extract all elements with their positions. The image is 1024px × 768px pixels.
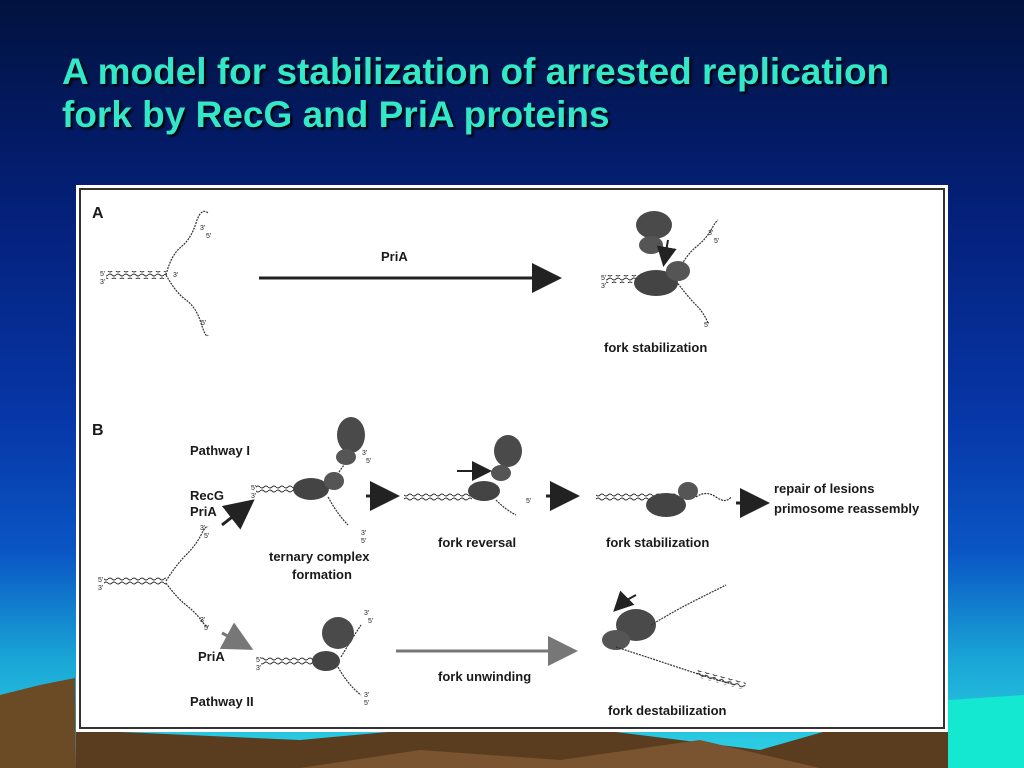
- svg-text:3': 3': [708, 230, 713, 237]
- pria-label-2: PriA: [198, 649, 225, 664]
- svg-text:3': 3': [364, 692, 369, 699]
- pathway-2-arrow: [219, 622, 254, 650]
- fork-reversal-diagram: 5': [404, 435, 531, 516]
- fork-destabilization-diagram: [602, 584, 747, 690]
- pria-arrow-label: PriA: [381, 249, 408, 264]
- svg-text:3': 3': [200, 617, 205, 624]
- landscape-decoration: [0, 678, 1024, 768]
- svg-text:3': 3': [98, 585, 103, 592]
- pathway-1-label: Pathway I: [190, 443, 250, 458]
- title-line-2: fork by RecG and PriA proteins: [62, 94, 610, 135]
- ternary-complex-label-2: formation: [292, 567, 352, 582]
- svg-text:5': 5': [206, 233, 211, 240]
- fork-unwinding-label: fork unwinding: [438, 669, 531, 684]
- svg-text:5': 5': [204, 625, 209, 632]
- recg-label: RecG: [190, 488, 224, 503]
- pathway-2-label: Pathway II: [190, 694, 254, 709]
- fork-stabilization-label-b: fork stabilization: [606, 535, 709, 550]
- svg-text:3': 3': [362, 450, 367, 457]
- svg-text:5': 5': [526, 498, 531, 505]
- svg-text:5': 5': [98, 577, 103, 584]
- fork-destabilization-label: fork destabilization: [608, 703, 727, 718]
- svg-text:3': 3': [200, 525, 205, 532]
- svg-text:5': 5': [256, 657, 261, 664]
- title-line-1: A model for stabilization of arrested re…: [62, 51, 890, 92]
- svg-text:5': 5': [204, 533, 209, 540]
- svg-text:3': 3': [601, 283, 606, 290]
- fork-reversal-label: fork reversal: [438, 535, 516, 550]
- primosome-reassembly-label: primosome reassembly: [774, 501, 920, 516]
- fork-pathway-2: 5' 3' 3' 5' 3' 5': [256, 610, 373, 707]
- svg-text:3': 3': [100, 279, 105, 286]
- svg-text:3': 3': [256, 665, 261, 672]
- svg-text:5': 5': [364, 700, 369, 707]
- svg-text:3': 3': [200, 225, 205, 232]
- diagram-figure: A 5' 3' 3' 3' 5' 5' PriA 5' 3': [76, 185, 948, 732]
- fork-stabilization-b-diagram: [596, 482, 732, 517]
- svg-text:5': 5': [100, 271, 105, 278]
- pria-protein-blob: [636, 211, 672, 239]
- fork-b-input: 5' 3' 3' 5' 3' 5': [98, 525, 209, 632]
- panel-b-label: B: [92, 422, 104, 439]
- figure-frame: [79, 188, 945, 729]
- slide-title: A model for stabilization of arrested re…: [62, 50, 982, 136]
- svg-text:3': 3': [364, 610, 369, 617]
- diagram-canvas: A 5' 3' 3' 3' 5' 5' PriA 5' 3': [79, 188, 945, 729]
- fork-stabilization-label-a: fork stabilization: [604, 340, 707, 355]
- svg-text:3': 3': [173, 272, 178, 279]
- repair-lesions-label: repair of lesions: [774, 481, 874, 496]
- svg-text:5': 5': [361, 538, 366, 545]
- svg-text:5': 5': [714, 238, 719, 245]
- panel-a-label: A: [92, 205, 104, 222]
- fork-a-stabilized: 5' 3' 3' 5' 5': [601, 211, 719, 329]
- svg-text:3': 3': [361, 530, 366, 537]
- pria-label-1: PriA: [190, 504, 217, 519]
- svg-text:5': 5': [601, 275, 606, 282]
- fork-ternary-complex: 3' 5' 5' 3' 3' 5': [251, 417, 371, 545]
- ternary-complex-label-1: ternary complex: [269, 549, 370, 564]
- svg-text:5': 5': [704, 322, 709, 329]
- svg-text:5': 5': [366, 458, 371, 465]
- svg-text:3': 3': [251, 493, 256, 500]
- pathway-1-arrow: [221, 499, 255, 530]
- fork-a-input: 5' 3' 3' 3' 5' 5': [100, 210, 211, 337]
- svg-text:5': 5': [368, 618, 373, 625]
- svg-text:5': 5': [201, 320, 206, 327]
- svg-text:5': 5': [251, 485, 256, 492]
